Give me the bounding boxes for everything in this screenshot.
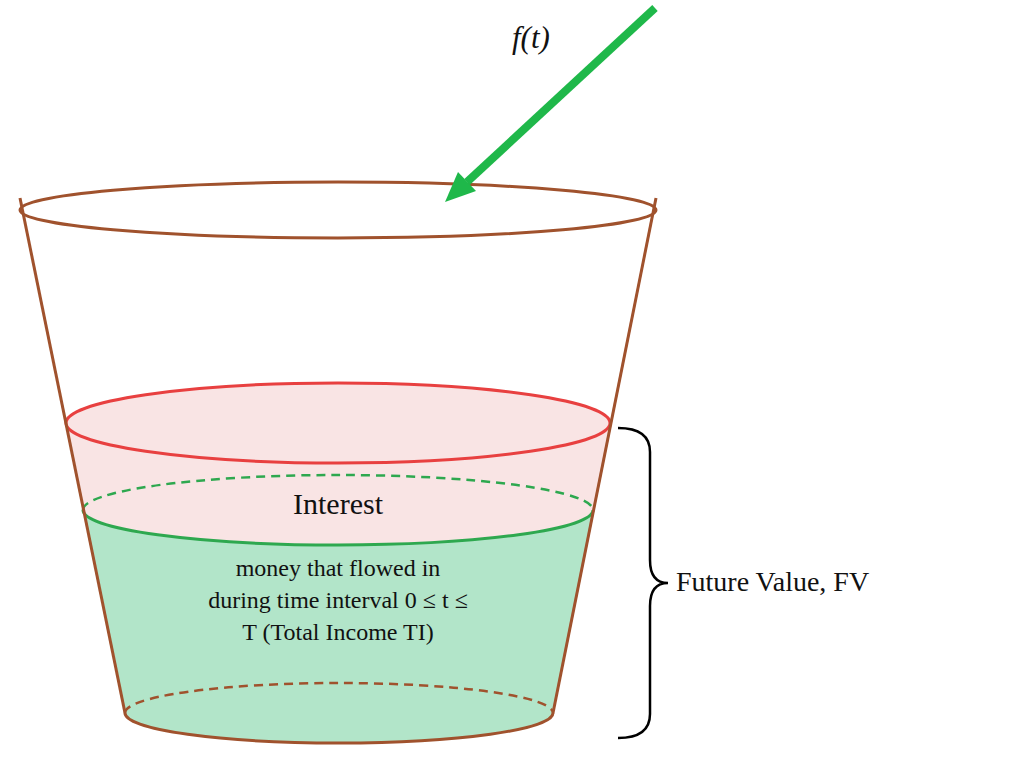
- bucket-side: [553, 198, 656, 713]
- flow-rate-label: f(t): [512, 20, 550, 56]
- bucket-bottom-back: [125, 683, 553, 713]
- bracket: [618, 428, 668, 738]
- total-income-band: money that flowed in during time interva…: [207, 552, 469, 648]
- inflow-arrowhead: [445, 172, 476, 202]
- band-text: money that flowed in during time interva…: [207, 552, 469, 648]
- interest-fill: [66, 423, 610, 545]
- bucket-rim: [20, 182, 656, 238]
- interest-surface: [66, 383, 610, 463]
- inflow-arrow: [467, 8, 655, 182]
- bucket-side: [20, 198, 125, 713]
- future-value-label: Future Value, FV: [676, 566, 869, 598]
- interest-band: Interest: [218, 486, 458, 522]
- income-fill: [83, 510, 593, 743]
- band-text: Interest: [218, 486, 458, 522]
- bucket-bottom-front: [125, 713, 553, 743]
